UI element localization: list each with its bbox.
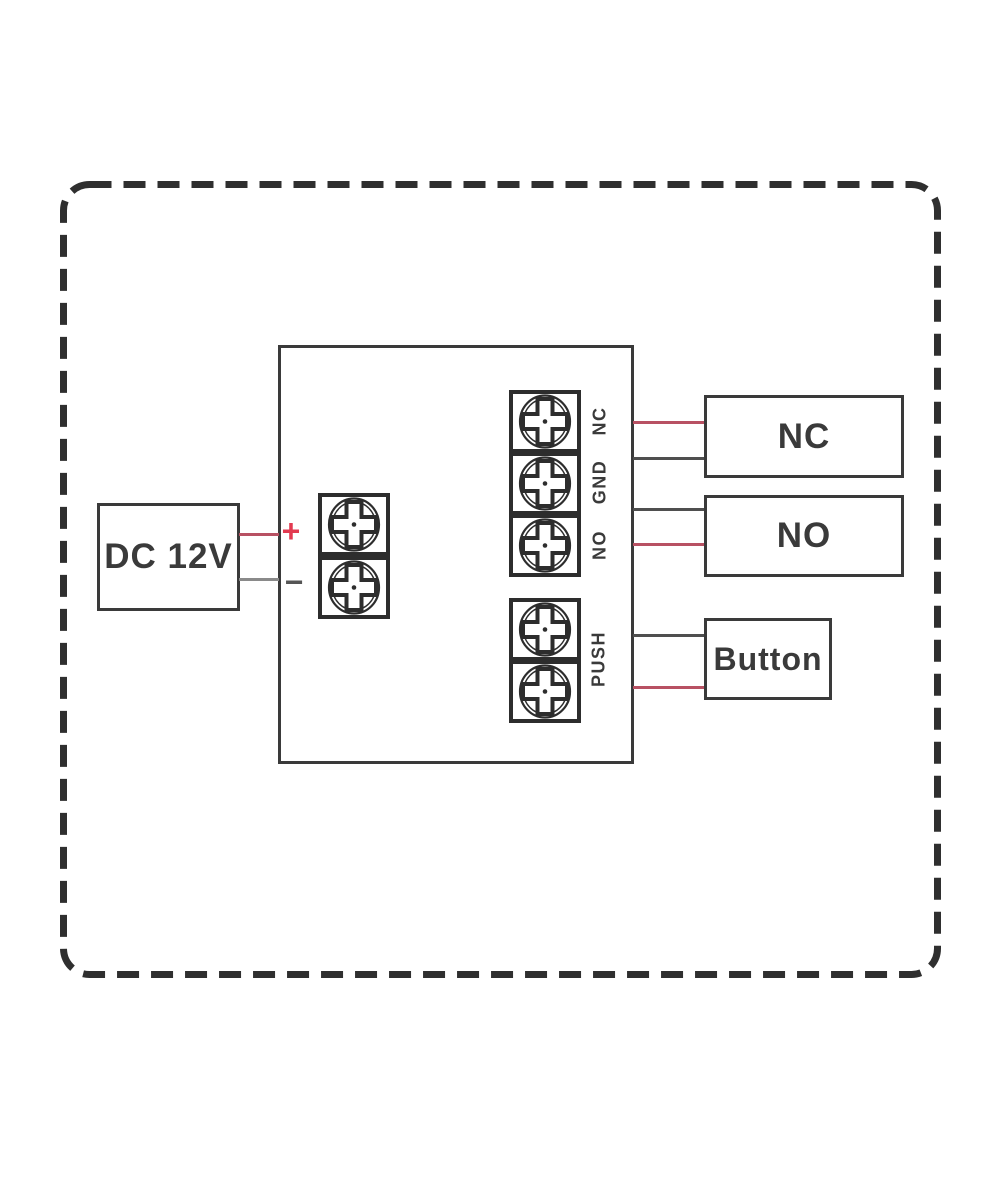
terminal-label-push: PUSH <box>588 630 609 688</box>
wire-no-red <box>633 543 704 546</box>
wire-nc-red <box>633 421 704 424</box>
no-device-label: NO <box>776 516 832 555</box>
nc-device-box: NC <box>704 395 904 478</box>
push-terminal-screws-icon <box>509 598 581 723</box>
terminal-label-nc: NC <box>589 406 610 436</box>
wire-nc-dark <box>633 457 704 460</box>
power-terminal-screws-icon <box>318 493 390 619</box>
relay-terminal-screws-icon <box>509 390 581 577</box>
dashed-frame <box>60 181 941 978</box>
minus-symbol: − <box>284 564 304 600</box>
wire-dc-positive <box>239 533 279 536</box>
wire-button-dark <box>633 634 704 637</box>
button-device-box: Button <box>704 618 832 700</box>
plus-symbol: + <box>281 513 301 549</box>
power-supply-box: DC 12V <box>97 503 240 611</box>
no-device-box: NO <box>704 495 904 577</box>
power-supply-label: DC 12V <box>104 537 233 576</box>
wire-dc-negative <box>239 578 279 581</box>
button-device-label: Button <box>713 640 823 677</box>
nc-device-label: NC <box>777 416 831 456</box>
terminal-label-gnd: GND <box>589 459 610 505</box>
wire-no-dark <box>633 508 704 511</box>
terminal-label-no: NO <box>589 530 610 560</box>
wire-button-red <box>633 686 704 689</box>
